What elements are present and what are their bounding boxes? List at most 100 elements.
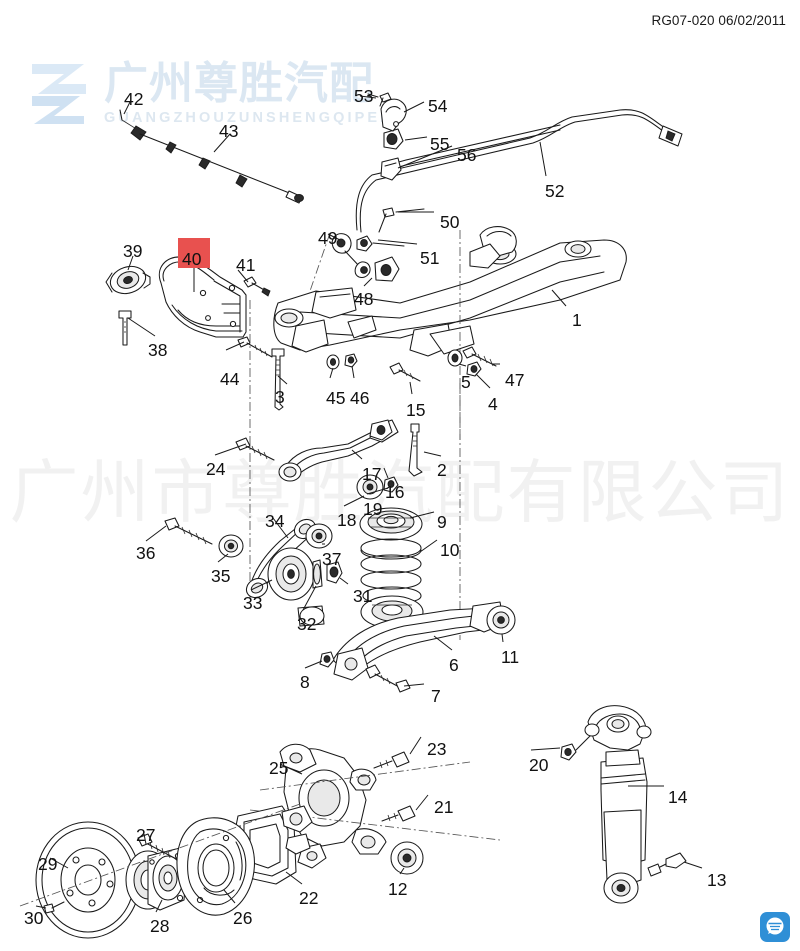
part-52-stabilizer-bar — [355, 109, 683, 233]
callout-2: 2 — [437, 460, 447, 480]
callout-50: 50 — [440, 212, 460, 232]
callout-13: 13 — [707, 870, 727, 890]
part-21-bolt — [381, 805, 416, 822]
part-30-screw — [43, 901, 65, 914]
callout-54: 54 — [428, 96, 448, 116]
callout-25: 25 — [269, 758, 289, 778]
part-55-bushing — [383, 128, 404, 150]
part-51-nut — [356, 235, 405, 252]
callout-23: 23 — [427, 739, 447, 759]
part-23-bolt — [373, 751, 410, 769]
callout-34: 34 — [265, 511, 285, 531]
callout-52: 52 — [545, 181, 565, 201]
part-10-coil-spring — [360, 380, 461, 640]
callout-45: 45 — [326, 388, 346, 408]
callout-32: 32 — [297, 614, 317, 634]
part-14-shock-absorber — [584, 705, 652, 904]
part-45-bushing — [326, 354, 340, 370]
part-9-upper-insulator — [359, 507, 423, 541]
part-11-bushing — [486, 605, 516, 635]
part-5-bushing — [447, 349, 463, 367]
part-35-bushing — [218, 534, 244, 558]
callout-39: 39 — [123, 241, 143, 261]
callout-10: 10 — [440, 540, 460, 560]
part-41-bolt — [243, 276, 271, 297]
callout-35: 35 — [211, 566, 231, 586]
callout-12: 12 — [388, 879, 408, 899]
callout-42: 42 — [124, 89, 144, 109]
callout-17: 17 — [362, 464, 382, 484]
callout-11: 11 — [501, 647, 520, 667]
part-50-bolt — [378, 207, 425, 233]
part-18-bushing — [356, 474, 384, 500]
callout-27: 27 — [136, 825, 156, 845]
part-2-bolt — [408, 423, 423, 477]
part-3-long-bolt — [271, 348, 285, 411]
callout-44: 44 — [220, 369, 240, 389]
part-43-brake-cable — [119, 109, 304, 204]
callout-5: 5 — [461, 372, 471, 392]
part-1-subframe — [249, 226, 627, 600]
z-logo-mark-icon — [24, 58, 98, 130]
callout-33: 33 — [243, 593, 263, 613]
callout-53: 53 — [354, 86, 374, 106]
highlight-box-40 — [178, 238, 210, 268]
callout-41: 41 — [236, 255, 256, 275]
callout-19: 19 — [363, 499, 383, 519]
callout-31: 31 — [353, 586, 373, 606]
chat-badge-icon[interactable] — [760, 912, 790, 942]
callout-16: 16 — [385, 482, 405, 502]
callout-1: 1 — [572, 310, 582, 330]
callout-20: 20 — [529, 755, 549, 775]
callout-55: 55 — [430, 134, 450, 154]
callout-18: 18 — [337, 510, 357, 530]
callout-56: 56 — [457, 145, 477, 165]
callout-51: 51 — [420, 248, 440, 268]
callout-47: 47 — [505, 370, 525, 390]
callout-43: 43 — [219, 121, 239, 141]
callout-29: 29 — [38, 854, 58, 874]
callout-21: 21 — [434, 797, 454, 817]
callout-49: 49 — [318, 228, 338, 248]
callout-22: 22 — [299, 888, 319, 908]
part-15-bolt — [389, 362, 421, 382]
part-39-bushing — [105, 265, 151, 295]
callout-46: 46 — [350, 388, 370, 408]
part-37-bushing — [305, 523, 333, 549]
drawing-number: RG07-020 06/02/2011 — [651, 13, 786, 28]
part-44-bolt — [237, 336, 273, 358]
callout-36: 36 — [136, 543, 156, 563]
leader-lines — [35, 95, 703, 913]
part-7-bolt — [365, 664, 411, 693]
callout-26: 26 — [233, 908, 253, 928]
part-40-trailing-arm — [158, 256, 247, 338]
callout-24: 24 — [206, 459, 226, 479]
callout-6: 6 — [449, 655, 459, 675]
part-13-bolt — [647, 852, 687, 877]
part-53-bolt — [367, 92, 392, 107]
callout-38: 38 — [148, 340, 168, 360]
part-29-brake-disc — [35, 821, 142, 939]
part-24-bolt — [235, 437, 275, 461]
callout-4: 4 — [488, 394, 498, 414]
part-4-nut — [466, 361, 482, 377]
callout-37: 37 — [322, 549, 342, 569]
part-36-bolt — [164, 517, 213, 545]
callout-30: 30 — [24, 908, 44, 928]
callout-28: 28 — [150, 916, 170, 936]
part-26-backing-plate — [19, 803, 301, 916]
callout-14: 14 — [668, 787, 688, 807]
part-12-bushing — [390, 841, 424, 875]
part-38-bolt — [118, 310, 132, 346]
part-33-hub-flange — [267, 547, 315, 601]
callout-7: 7 — [431, 686, 441, 706]
callout-48: 48 — [354, 289, 374, 309]
part-31-nut — [326, 561, 343, 584]
part-47-bolt — [462, 346, 497, 367]
part-20-nut — [560, 735, 591, 761]
watermark-brand-en: GUANGZHOUZUNSHENGQIPEI — [104, 110, 388, 126]
watermark-brand-cn: 广州尊胜汽配 — [104, 58, 374, 109]
part-54-clamp — [380, 98, 407, 132]
